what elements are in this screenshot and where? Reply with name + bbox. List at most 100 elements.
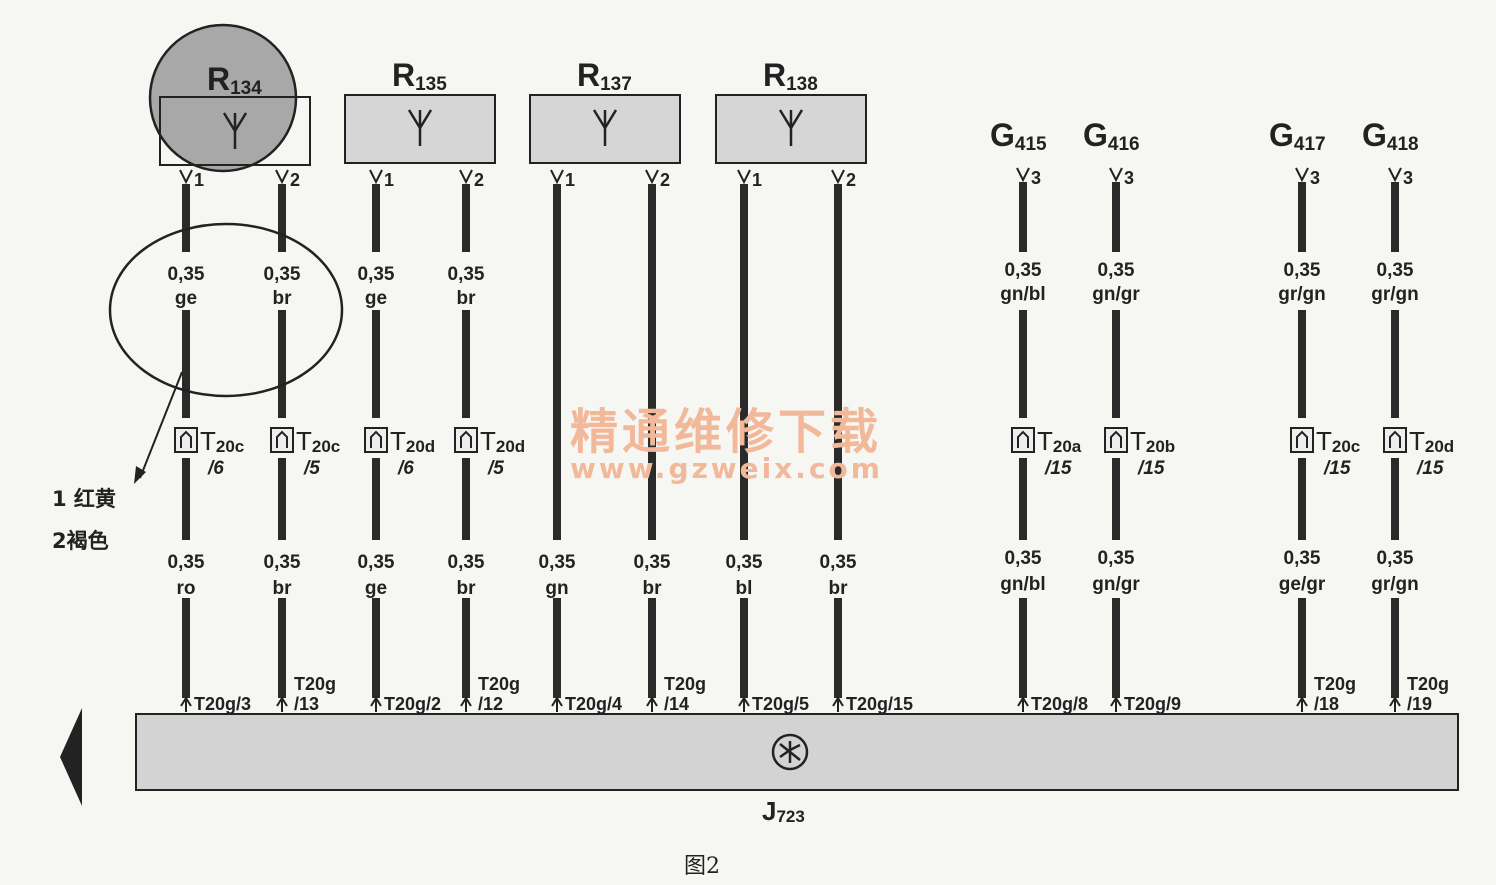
terminal-pin: /18: [1314, 694, 1339, 714]
wire-gauge-lower: 0,35: [820, 552, 857, 573]
connector-pin: /5: [303, 458, 320, 479]
antenna-box: [159, 96, 311, 166]
figure-caption: 图2: [684, 854, 720, 879]
terminal-pin: /19: [1407, 694, 1432, 714]
connector-label: T20d: [480, 426, 525, 456]
connector-pin: /15: [1137, 458, 1165, 479]
wire-color-lower: br: [457, 578, 477, 599]
component-g416: G416: [1083, 117, 1140, 155]
component-label: G418: [1362, 117, 1419, 155]
control-unit-symbol-icon: [771, 733, 809, 771]
component-g417: G417: [1269, 117, 1326, 155]
terminal-arrow-icon: [370, 696, 382, 712]
terminal-arrow-icon: [646, 696, 658, 712]
pin-arrow-icon: [1109, 167, 1123, 183]
pin-number: 2: [846, 170, 856, 190]
connector-label: T20c: [200, 426, 244, 456]
wire-gauge-upper: 0,35: [1005, 260, 1042, 281]
pin-arrow-icon: [1388, 167, 1402, 183]
wire-color-lower: gn/gr: [1092, 574, 1140, 595]
wire-color-upper: gr/gn: [1278, 284, 1326, 305]
connector-label: T20b: [1130, 426, 1175, 456]
control-unit-label: J723: [762, 796, 805, 826]
wire-color-lower: br: [829, 578, 849, 599]
component-g415: G415: [990, 117, 1047, 155]
wire-gauge-upper: 0,35: [1377, 260, 1414, 281]
wire-color-upper: br: [273, 288, 293, 309]
component-label: R137: [577, 57, 632, 95]
antenna-icon: [778, 109, 804, 146]
wire-gauge-upper: 0,35: [1284, 260, 1321, 281]
pin-arrow-icon: [645, 169, 659, 185]
connector-pin: /6: [397, 458, 414, 479]
annotation-leader-line: [139, 371, 183, 479]
pin-arrow-icon: [369, 169, 383, 185]
connector-pin: /15: [1323, 458, 1351, 479]
component-g418: G418: [1362, 117, 1419, 155]
component-r135: R135: [344, 57, 496, 164]
component-label: G416: [1083, 117, 1140, 155]
pin-number: 3: [1310, 168, 1320, 188]
connector-pin: /5: [487, 458, 504, 479]
terminal-arrow-icon: [551, 696, 563, 712]
terminal-arrow-icon: [1296, 696, 1308, 712]
terminal-label: T20g/4: [565, 694, 622, 714]
terminal-arrow-icon: [1110, 696, 1122, 712]
terminal-pin: /12: [478, 694, 503, 714]
wire-color-upper: gn/gr: [1092, 284, 1140, 305]
pin-number: 1: [384, 170, 394, 190]
pin-arrow-icon: [179, 169, 193, 185]
wire-gauge-upper: 0,35: [1098, 260, 1135, 281]
terminal-label: T20g: [664, 674, 706, 694]
terminal-label: T20g: [478, 674, 520, 694]
pin-arrow-icon: [1016, 167, 1030, 183]
pin-arrow-icon: [831, 169, 845, 185]
connector-label: T20c: [296, 426, 340, 456]
inline-connector-icon: [1383, 427, 1407, 453]
wire-color-lower: gn/bl: [1000, 574, 1045, 595]
component-r134: R134: [148, 23, 311, 173]
terminal-arrow-icon: [276, 696, 288, 712]
wire-gauge-upper: 0,35: [264, 264, 301, 285]
terminal-arrow-icon: [832, 696, 844, 712]
terminal-pin: /14: [664, 694, 689, 714]
annotation-arrow-icon: [134, 466, 146, 484]
inline-connector-icon: [454, 427, 478, 453]
wire-color-upper: gn/bl: [1000, 284, 1045, 305]
wire-color-upper: ge: [175, 288, 197, 309]
antenna-icon: [592, 109, 618, 146]
inline-connector-icon: [1104, 427, 1128, 453]
pin-number: 2: [290, 170, 300, 190]
component-label: R135: [392, 57, 447, 95]
wire-color-upper: br: [457, 288, 477, 309]
wire-gauge-lower: 0,35: [726, 552, 763, 573]
connector-pin: /15: [1416, 458, 1444, 479]
wires-layer: 10,35geT20c/60,35roT20g/320,35brT20c/50,…: [168, 167, 1454, 714]
connector-label: T20c: [1316, 426, 1360, 456]
pin-number: 3: [1031, 168, 1041, 188]
wire-gauge-lower: 0,35: [1284, 548, 1321, 569]
terminal-arrow-icon: [738, 696, 750, 712]
wire-color-lower: br: [273, 578, 293, 599]
component-label: R138: [763, 57, 818, 95]
component-r138: R138: [715, 57, 867, 164]
terminal-pin: /13: [294, 694, 319, 714]
terminal-label: T20g/2: [384, 694, 441, 714]
pin-arrow-icon: [550, 169, 564, 185]
wire-color-lower: br: [643, 578, 663, 599]
inline-connector-icon: [364, 427, 388, 453]
terminal-label: T20g/3: [194, 694, 251, 714]
inline-connector-icon: [270, 427, 294, 453]
terminal-arrow-icon: [180, 696, 192, 712]
continuation-arrow-left-icon: [60, 708, 82, 806]
